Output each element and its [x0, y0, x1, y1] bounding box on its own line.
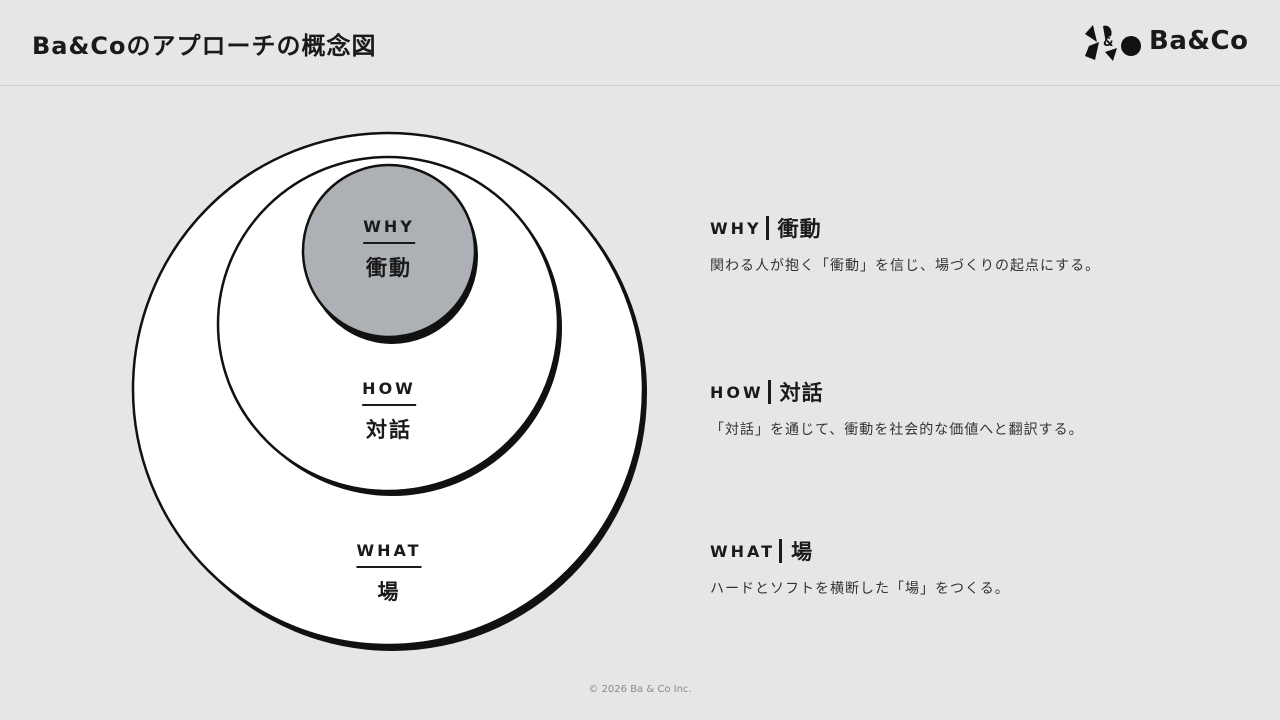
circle-label-why-en: WHY: [363, 217, 415, 244]
legend-why-description: 関わる人が抱く「衝動」を信じ、場づくりの起点にする。: [710, 258, 1101, 274]
copyright: © 2026 Ba & Co Inc.: [588, 684, 692, 695]
legend-how-heading: HOW 対話: [710, 377, 1084, 407]
legend-what-ja: 場: [791, 540, 814, 564]
legend-divider: [765, 216, 769, 240]
legend-divider: [767, 380, 771, 404]
legend-how-description: 「対話」を通じて、衝動を社会的な価値へと翻訳する。: [710, 422, 1084, 438]
page-title: Ba&Coのアプローチの概念図: [32, 32, 377, 60]
logo-mark-icon: &: [1085, 25, 1141, 61]
circle-label-how-ja: 対話: [365, 418, 412, 442]
legend-why-ja: 衝動: [777, 217, 822, 241]
circle-label-how-en: HOW: [362, 379, 416, 406]
legend-how: HOW 対話 「対話」を通じて、衝動を社会的な価値へと翻訳する。: [710, 377, 1084, 439]
legend-how-ja: 対話: [779, 381, 824, 405]
legend-how-en: HOW: [710, 382, 764, 402]
logo-text: Ba&Co: [1149, 26, 1249, 56]
legend-divider: [779, 539, 783, 563]
legend-why-en: WHY: [710, 218, 762, 238]
legend-what: WHAT 場 ハードとソフトを横断した「場」をつくる。: [710, 536, 1010, 598]
circle-label-what-ja: 場: [377, 580, 401, 604]
circle-label-why: WHY 衝動: [363, 217, 415, 282]
legend-why: WHY 衝動 関わる人が抱く「衝動」を信じ、場づくりの起点にする。: [710, 213, 1100, 275]
legend-what-heading: WHAT 場: [710, 536, 1010, 566]
legend-what-en: WHAT: [710, 541, 776, 561]
legend-what-description: ハードとソフトを横断した「場」をつくる。: [710, 581, 1010, 597]
legend-why-heading: WHY 衝動: [710, 213, 1100, 243]
company-logo: & Ba&Co: [1083, 22, 1258, 62]
circle-label-what: WHAT 場: [356, 541, 422, 606]
circle-label-how: HOW 対話: [362, 379, 416, 444]
circle-why: [301, 163, 478, 344]
logo-mark-text: &: [1103, 35, 1113, 49]
circle-label-why-ja: 衝動: [366, 256, 412, 280]
header: Ba&Coのアプローチの概念図 & Ba&Co: [0, 0, 1280, 86]
circle-label-what-en: WHAT: [356, 541, 422, 568]
